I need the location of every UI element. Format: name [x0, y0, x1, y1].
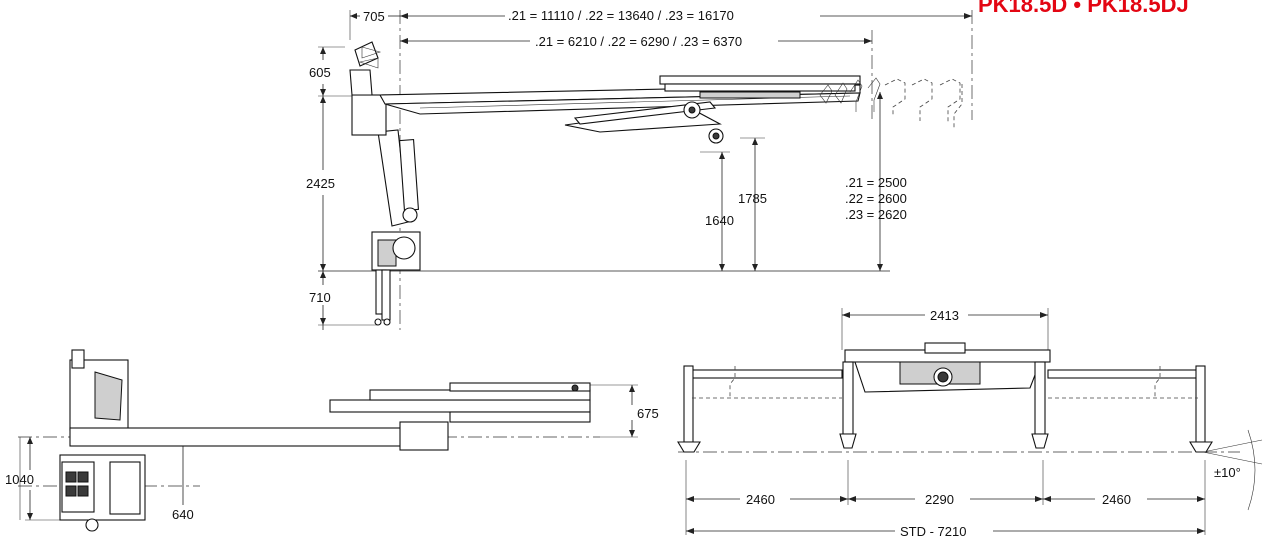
- tilt-angle-label: ±10°: [1214, 465, 1241, 480]
- boom-height-23: .23 = 2620: [845, 207, 907, 222]
- dim-640-label: 640: [172, 507, 194, 522]
- outrigger-right-label: 2460: [1102, 492, 1131, 507]
- reach-overall-label: .21 = 11110 / .22 = 13640 / .23 = 16170: [508, 8, 734, 23]
- dim-1640-label: 1640: [705, 213, 734, 228]
- base-width-label: 2290: [925, 492, 954, 507]
- front-view: 2413 2460 2290 2460 STD - 7210 ±10°: [677, 308, 1263, 539]
- dim-2413-label: 2413: [930, 308, 959, 323]
- dim-1785-label: 1785: [738, 191, 767, 206]
- top-view: 1040 640 675: [5, 349, 659, 532]
- dim-710-label: 710: [309, 290, 331, 305]
- reach-boom-label: .21 = 6210 / .22 = 6290 / .23 = 6370: [535, 34, 742, 49]
- outrigger-left-label: 2460: [746, 492, 775, 507]
- side-view: .21 = 11110 / .22 = 13640 / .23 = 16170 …: [306, 8, 973, 330]
- dim-675-label: 675: [637, 406, 659, 421]
- dim-705-label: 705: [363, 9, 385, 24]
- boom-height-22: .22 = 2600: [845, 191, 907, 206]
- dim-2425-label: 2425: [306, 176, 335, 191]
- total-width-label: STD - 7210: [900, 524, 966, 539]
- boom-height-21: .21 = 2500: [845, 175, 907, 190]
- dim-605-label: 605: [309, 65, 331, 80]
- model-title: PK18.5D • PK18.5DJ: [978, 0, 1189, 17]
- dim-1040-label: 1040: [5, 472, 34, 487]
